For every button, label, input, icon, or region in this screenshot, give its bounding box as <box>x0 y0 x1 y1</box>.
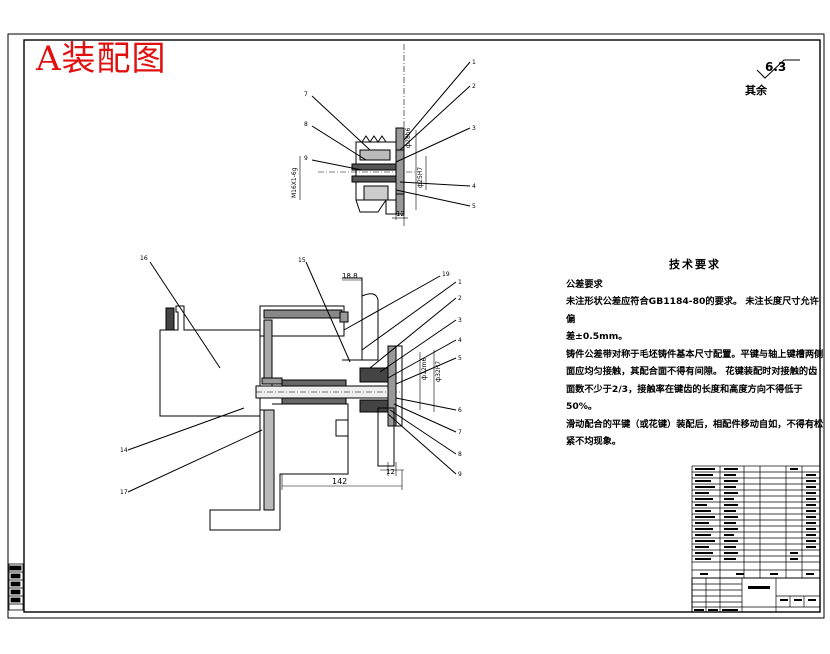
svg-text:1: 1 <box>472 59 476 66</box>
dim-142: 142 <box>332 477 347 486</box>
main-assembly-labels: 16 15 14 17 19 1 2 3 4 5 6 7 8 9 ф12m6 ф… <box>120 255 462 496</box>
roughness-label: 其余 <box>745 84 767 97</box>
requirement-line: 50%。 <box>566 401 598 412</box>
svg-text:6: 6 <box>458 407 462 414</box>
svg-text:8: 8 <box>304 121 308 128</box>
requirement-line: 未注形状公差应符合GB1184-80的要求。 未注长度尺寸允许偏 <box>566 296 819 325</box>
svg-text:3: 3 <box>472 125 476 132</box>
parts-list-ink <box>695 468 816 575</box>
svg-text:16: 16 <box>140 255 148 262</box>
drawing-stamp-title: A装配图 <box>36 39 167 79</box>
dim-12-top: 12 <box>396 210 405 218</box>
svg-text:17: 17 <box>120 489 128 496</box>
requirement-line: 紧不均现象。 <box>566 436 622 447</box>
title-block-ink <box>694 586 816 611</box>
roughness-value: 6.3 <box>765 60 787 74</box>
svg-text:7: 7 <box>458 429 462 436</box>
svg-text:ф28h6: ф28h6 <box>405 127 412 148</box>
svg-text:9: 9 <box>458 471 462 478</box>
svg-text:3: 3 <box>458 317 462 324</box>
top-detail-view <box>299 44 471 228</box>
svg-text:ф12m6: ф12m6 <box>421 357 428 380</box>
svg-text:5: 5 <box>472 203 476 210</box>
svg-text:5: 5 <box>458 355 462 362</box>
left-code-strip <box>8 563 24 611</box>
svg-text:ф32H7: ф32H7 <box>435 361 442 382</box>
svg-text:19: 19 <box>442 271 450 278</box>
outer-border <box>7 33 825 619</box>
inner-border <box>23 39 821 613</box>
title-block <box>691 577 821 613</box>
dim-18-8: 18.8 <box>342 272 358 280</box>
requirements-heading: 公差要求 <box>566 278 603 290</box>
roughness-symbol <box>756 59 800 79</box>
top-detail-labels: 1 2 3 4 5 7 8 9 M16X1-6g ф28h6 ф25H7 12 <box>291 59 476 218</box>
svg-text:4: 4 <box>472 183 476 190</box>
svg-text:7: 7 <box>304 91 308 98</box>
svg-text:14: 14 <box>120 447 128 454</box>
main-assembly-view <box>127 261 457 531</box>
dim-12-main: 12 <box>386 468 395 476</box>
requirement-line: 面应均匀接触，其配合面不得有间隙。 花键装配时对接触的齿 <box>566 366 818 377</box>
svg-text:2: 2 <box>458 295 462 302</box>
svg-text:9: 9 <box>304 155 308 162</box>
requirement-line: 铸件公差带对称于毛坯铸件基本尺寸配置。平键与轴上键槽两侧 <box>566 348 824 360</box>
requirement-line: 差±0.5mm。 <box>566 331 628 342</box>
parts-list-table <box>691 465 821 579</box>
requirements-title: 技术要求 <box>669 258 721 271</box>
svg-text:8: 8 <box>458 451 462 458</box>
svg-text:1: 1 <box>458 279 462 286</box>
requirement-line: 滑动配合的平键（或花键）装配后，相配件移动自如，不得有松 <box>566 418 824 430</box>
requirement-line: 面数不少于2/3，接触率在键齿的长度和高度方向不得低于 <box>566 383 803 395</box>
svg-text:ф25H7: ф25H7 <box>417 167 424 188</box>
svg-text:15: 15 <box>298 257 306 264</box>
svg-text:2: 2 <box>472 83 476 90</box>
technical-requirements: 技术要求 公差要求 未注形状公差应符合GB1184-80的要求。 未注长度尺寸允… <box>566 256 824 451</box>
svg-text:M16X1-6g: M16X1-6g <box>291 167 298 198</box>
svg-text:4: 4 <box>458 337 462 344</box>
